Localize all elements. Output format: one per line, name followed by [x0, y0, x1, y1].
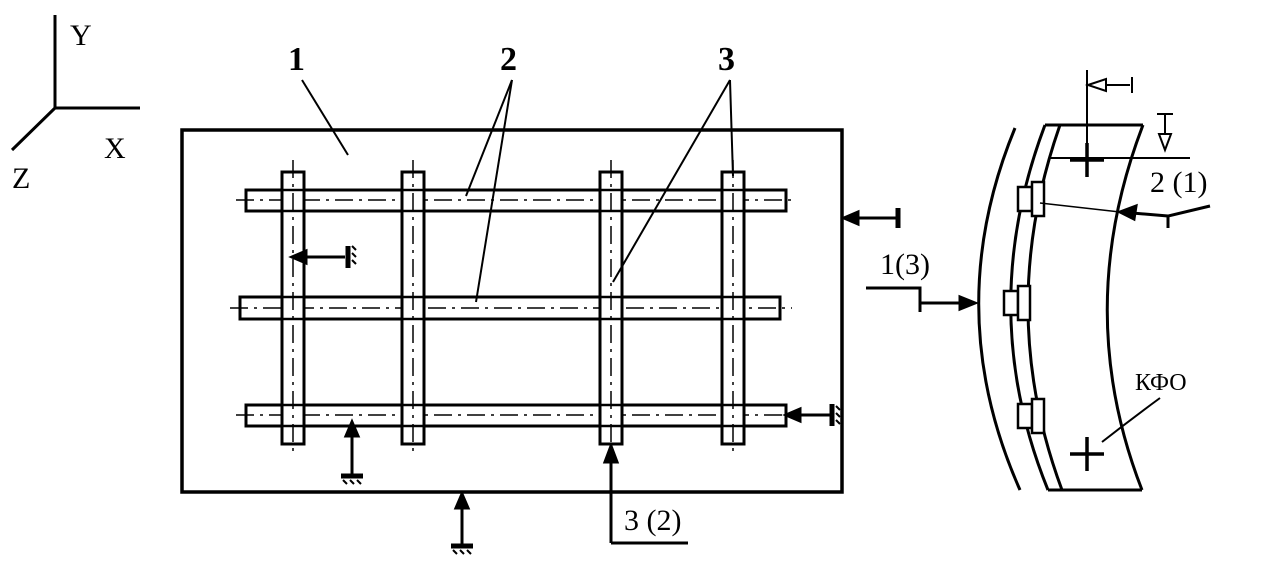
support-bottom-inner	[341, 418, 363, 485]
support-symbols	[288, 208, 901, 555]
leader-part-3-a	[612, 79, 731, 283]
part-labels: 1 2 3	[288, 41, 735, 303]
leader-part-1	[301, 79, 349, 156]
dimension-refs	[1050, 70, 1190, 159]
y-axis-label: Y	[70, 19, 92, 52]
support-right-top	[840, 208, 901, 228]
support-right-bottom	[782, 404, 841, 426]
leader-part-3-b	[729, 79, 734, 177]
z-axis-line	[10, 106, 57, 152]
post-4	[720, 160, 746, 455]
post-2	[400, 160, 426, 455]
z-axis-label: Z	[12, 162, 30, 195]
post-3	[598, 160, 624, 455]
leader-part-2-b	[475, 79, 513, 303]
coordinate-axes: Y X Z	[10, 15, 140, 195]
horizontal-rails	[230, 188, 796, 428]
rail-middle	[230, 295, 792, 321]
outer-arc	[977, 127, 1022, 491]
post-1	[280, 160, 306, 455]
inner-arc	[1105, 124, 1145, 491]
center-marks	[1070, 143, 1104, 471]
x-axis-label: X	[104, 132, 126, 165]
middle-arc-inner	[1026, 124, 1064, 491]
rail-bottom	[236, 403, 796, 428]
label-view-bottom: 3 (2)	[624, 504, 681, 537]
label-part-2: 2	[500, 41, 517, 78]
base-plate	[180, 128, 844, 494]
rail-top	[236, 188, 796, 213]
section-cut-bottom: 3 (2)	[602, 441, 688, 545]
support-left-inner	[288, 245, 357, 268]
curved-part-view: 2 (1) КФО	[977, 70, 1211, 492]
section-cut-right: 1(3)	[866, 248, 980, 312]
label-view-top-right: 2 (1)	[1150, 166, 1207, 199]
label-part-3: 3	[718, 41, 735, 78]
label-part-1: 1	[288, 41, 305, 78]
support-curved-right	[1039, 202, 1211, 228]
clamp-brackets	[1002, 180, 1046, 435]
leader-kfo	[1101, 397, 1161, 443]
label-view-right: 1(3)	[880, 248, 930, 281]
label-kfo: КФО	[1135, 370, 1187, 396]
support-bottom-outer	[451, 490, 473, 555]
leader-part-2-a	[465, 79, 513, 197]
vertical-posts	[280, 160, 746, 455]
